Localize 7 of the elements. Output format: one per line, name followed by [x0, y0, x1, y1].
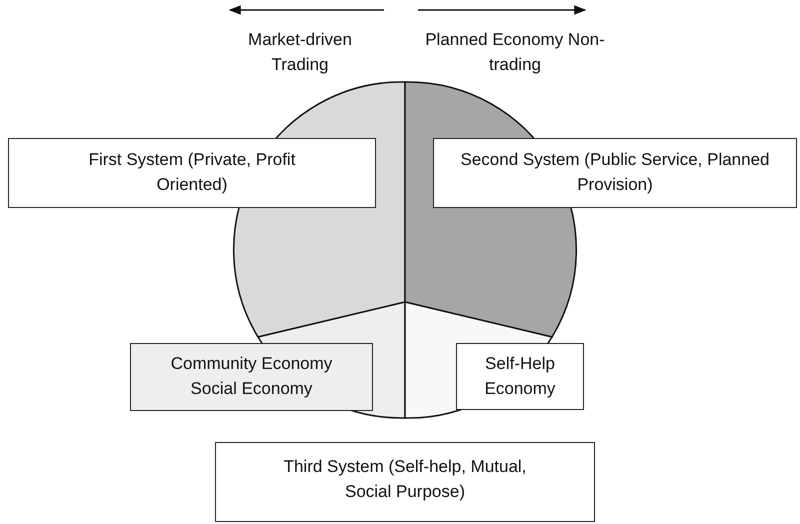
axis-label: Planned Economy Non-trading — [424, 29, 606, 76]
axis-label: Market-driven Trading — [247, 29, 353, 76]
label-box: Second System (Public Service, Planned Provision) — [433, 138, 797, 208]
label-box: Self-Help Economy — [456, 343, 584, 410]
label-box: First System (Private, Profit Oriented) — [8, 138, 376, 208]
label-box: Third System (Self-help, Mutual, Social Purpose) — [215, 442, 595, 522]
label-box: Community Economy Social Economy — [130, 343, 373, 411]
